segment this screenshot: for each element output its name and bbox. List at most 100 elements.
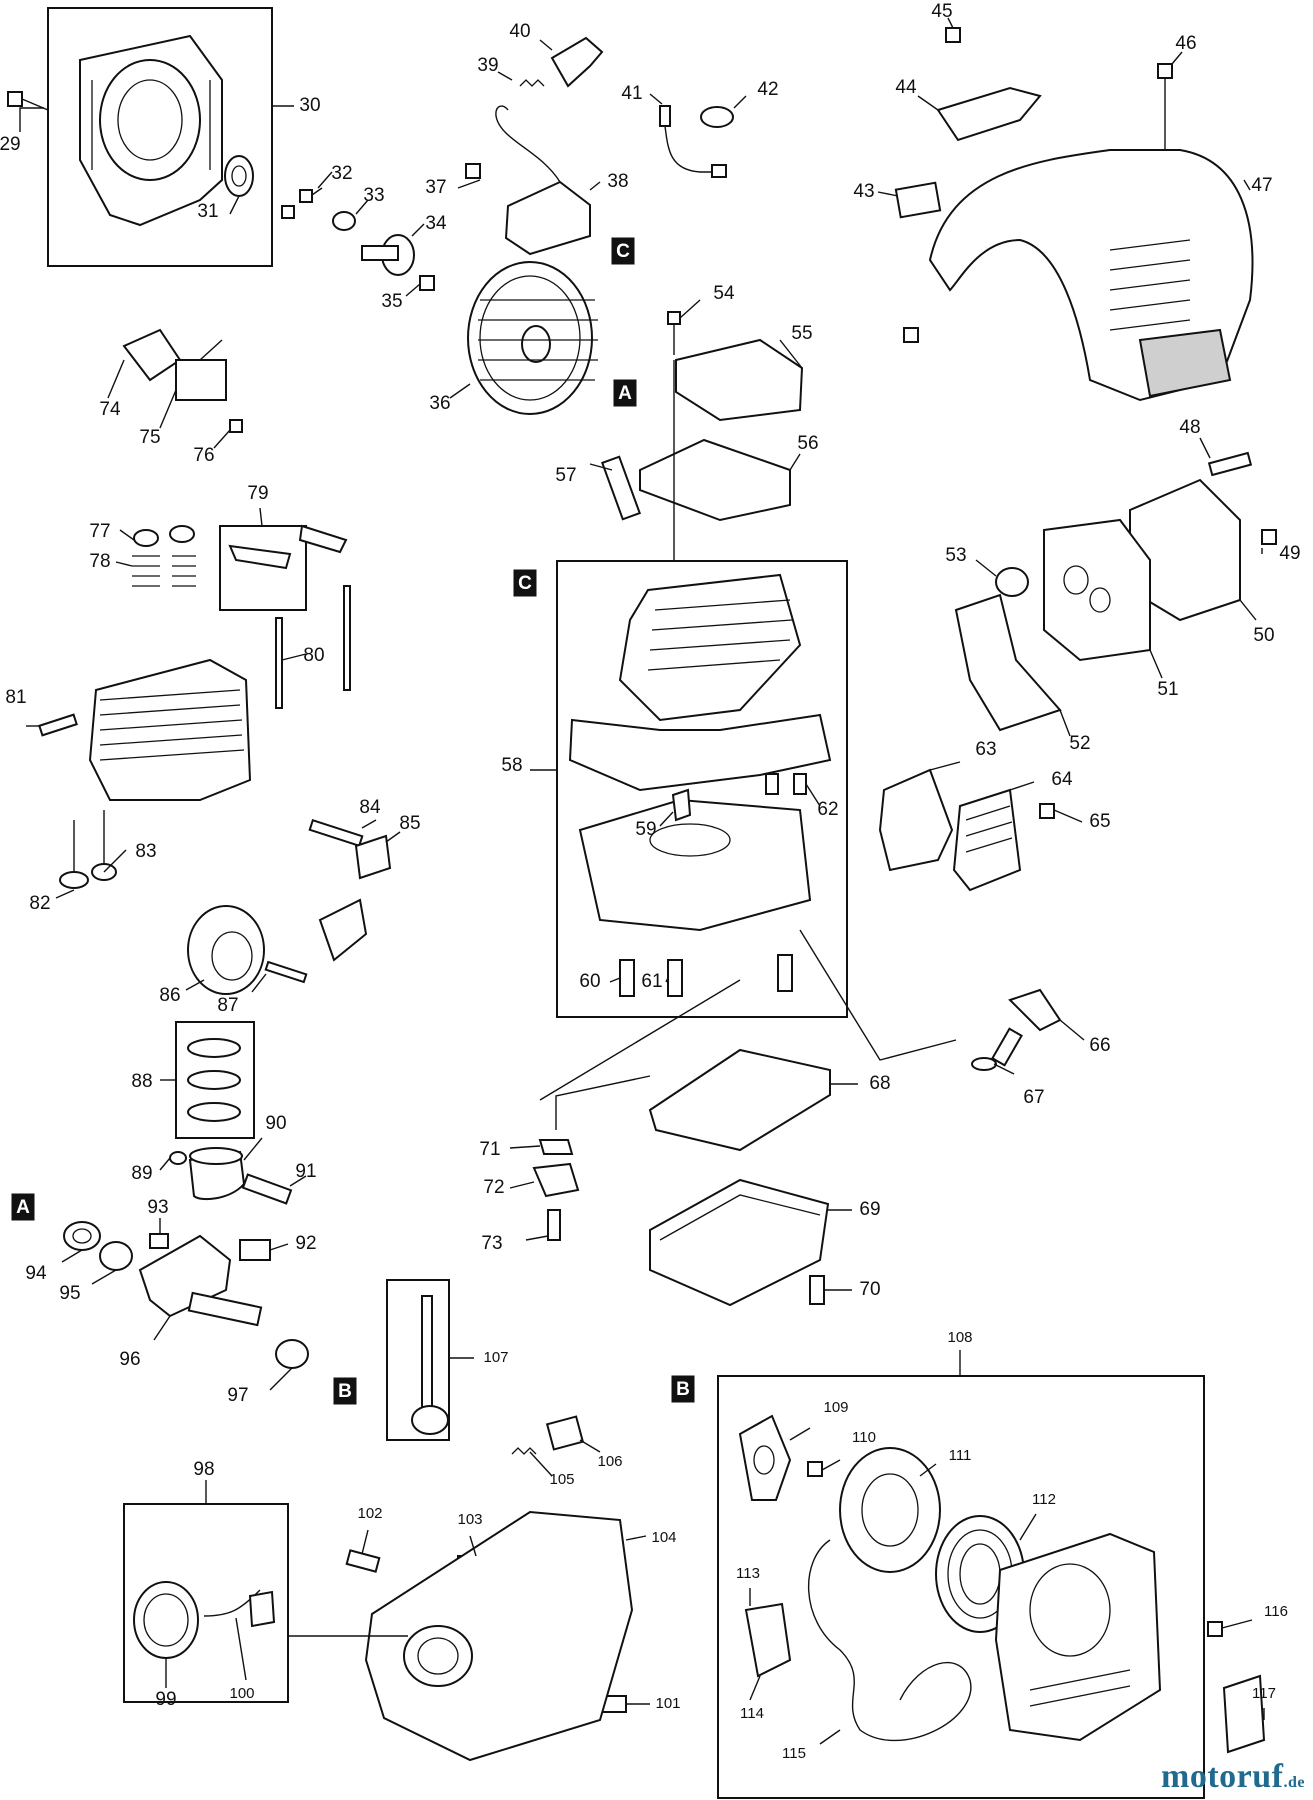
part-label-114: 114 bbox=[740, 1705, 764, 1722]
spring-105 bbox=[511, 1447, 537, 1455]
part-label-88: 88 bbox=[131, 1071, 152, 1092]
ref-marker-label-c-1: C bbox=[616, 241, 630, 262]
part-label-49: 49 bbox=[1279, 543, 1300, 564]
key-93 bbox=[149, 1233, 169, 1249]
part-label-80: 80 bbox=[303, 645, 324, 666]
pulley-111 bbox=[839, 1447, 941, 1573]
bolt-49 bbox=[1261, 529, 1277, 545]
carb-75 bbox=[175, 339, 227, 401]
part-label-63: 63 bbox=[975, 739, 996, 760]
part-label-78: 78 bbox=[89, 551, 110, 572]
rope-115 bbox=[807, 1539, 972, 1742]
pushrod-80b bbox=[343, 585, 351, 691]
part-label-64: 64 bbox=[1051, 769, 1073, 790]
part-label-35: 35 bbox=[381, 291, 402, 312]
part-label-36: 36 bbox=[429, 393, 450, 414]
ref-marker-label-c-2: C bbox=[518, 573, 532, 594]
part-label-59: 59 bbox=[635, 819, 656, 840]
ref-marker-c-block bbox=[513, 569, 537, 597]
part-label-38: 38 bbox=[607, 171, 628, 192]
part-label-116: 116 bbox=[1264, 1603, 1288, 1620]
part-label-100: 100 bbox=[229, 1685, 254, 1702]
parts-artwork bbox=[7, 7, 1277, 1799]
oil-pan-69 bbox=[649, 1178, 830, 1307]
part-label-58: 58 bbox=[501, 755, 522, 776]
part-label-29: 29 bbox=[0, 134, 21, 155]
label-117 bbox=[1222, 1674, 1266, 1754]
part-label-60: 60 bbox=[579, 971, 600, 992]
part-label-86: 86 bbox=[159, 985, 180, 1006]
part-label-90: 90 bbox=[265, 1113, 286, 1134]
part-label-62: 62 bbox=[817, 799, 838, 820]
ref-marker-b-crank bbox=[333, 1377, 357, 1405]
retainer-77 bbox=[133, 529, 159, 547]
rocker-79 bbox=[228, 544, 292, 570]
ref-marker-label-a-1: A bbox=[618, 383, 632, 404]
part-label-111: 111 bbox=[949, 1447, 972, 1464]
part-label-79: 79 bbox=[247, 483, 268, 504]
part-label-56: 56 bbox=[797, 433, 818, 454]
part-label-47: 47 bbox=[1251, 175, 1272, 196]
ref-marker-label-b-2: B bbox=[676, 1379, 690, 1400]
part-label-52: 52 bbox=[1069, 733, 1090, 754]
wire-41 bbox=[659, 105, 727, 178]
gasket-56 bbox=[639, 438, 791, 522]
part-label-107: 107 bbox=[483, 1349, 508, 1366]
ref-marker-label-b-1: B bbox=[338, 1381, 352, 1402]
piston-90 bbox=[188, 1147, 246, 1201]
pin-81 bbox=[38, 713, 78, 737]
starter-housing bbox=[994, 1532, 1162, 1742]
part-label-74: 74 bbox=[99, 399, 121, 420]
part-label-89: 89 bbox=[131, 1163, 152, 1184]
spark-plug-57 bbox=[601, 455, 641, 521]
vent-102 bbox=[345, 1549, 381, 1573]
part-label-96: 96 bbox=[119, 1349, 140, 1370]
part-label-32: 32 bbox=[331, 163, 352, 184]
part-label-81: 81 bbox=[5, 687, 26, 708]
brand-watermark: motoruf.de bbox=[1161, 1758, 1305, 1796]
plate-64 bbox=[952, 788, 1022, 892]
rocker-group-box bbox=[219, 525, 307, 611]
washer-67 bbox=[971, 1057, 997, 1071]
part-label-72: 72 bbox=[483, 1177, 504, 1198]
flywheel-36 bbox=[467, 261, 598, 415]
part-label-46: 46 bbox=[1175, 33, 1196, 54]
grommet-42 bbox=[700, 106, 734, 128]
part-label-51: 51 bbox=[1157, 679, 1178, 700]
pawl-109 bbox=[738, 1414, 792, 1501]
part-label-65: 65 bbox=[1089, 811, 1110, 832]
part-label-77: 77 bbox=[89, 521, 110, 542]
rocker-79b bbox=[298, 524, 348, 554]
part-label-50: 50 bbox=[1253, 625, 1274, 646]
valves-82-83 bbox=[59, 810, 117, 889]
part-label-45: 45 bbox=[931, 1, 952, 22]
part-label-55: 55 bbox=[791, 323, 812, 344]
spring-78 bbox=[132, 555, 196, 587]
ref-marker-b-starter bbox=[671, 1375, 695, 1403]
screw-70 bbox=[809, 1275, 825, 1305]
handle-44 bbox=[936, 86, 1042, 142]
spark-arrestor-53 bbox=[995, 567, 1029, 597]
part-label-42: 42 bbox=[757, 79, 778, 100]
pin-87 bbox=[264, 960, 308, 984]
screws-60-61 bbox=[619, 954, 793, 997]
part-label-57: 57 bbox=[555, 465, 576, 486]
part-label-70: 70 bbox=[859, 1279, 880, 1300]
cylinder-head bbox=[88, 658, 252, 801]
seal-97 bbox=[275, 1339, 309, 1369]
leader-lines bbox=[19, 17, 1265, 1745]
clip-89 bbox=[169, 1151, 187, 1165]
part-label-34: 34 bbox=[425, 213, 447, 234]
cover-47 bbox=[928, 149, 1254, 402]
part-label-101: 101 bbox=[655, 1695, 680, 1712]
dipstick-66 bbox=[991, 988, 1062, 1067]
gasket-63 bbox=[878, 768, 954, 872]
part-label-54: 54 bbox=[713, 283, 735, 304]
part-label-61: 61 bbox=[641, 971, 662, 992]
screw-47b bbox=[903, 327, 919, 343]
part-label-93: 93 bbox=[147, 1197, 168, 1218]
part-label-66: 66 bbox=[1089, 1035, 1110, 1056]
shaft-34 bbox=[361, 234, 415, 276]
screw-73 bbox=[547, 1209, 561, 1241]
